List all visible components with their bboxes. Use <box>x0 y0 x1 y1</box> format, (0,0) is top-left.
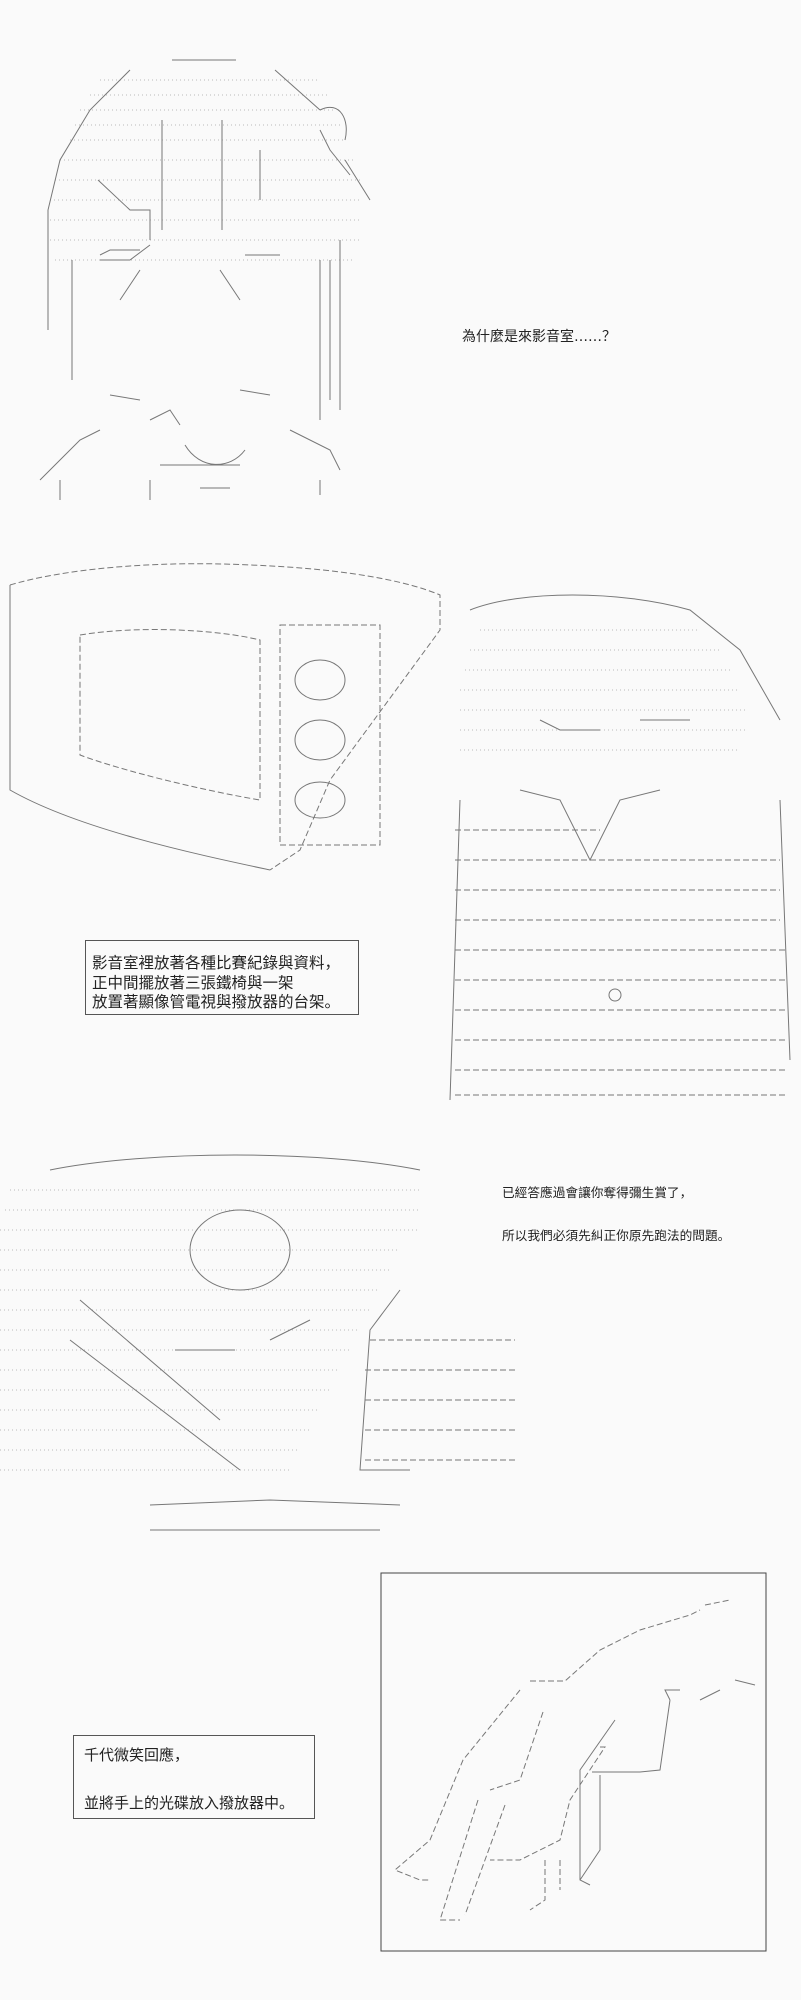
narration-line: 千代微笑回應， <box>84 1746 190 1764</box>
panel-3-dialogue-line: 所以我們必須先糾正你原先跑法的問題。 <box>502 1228 731 1243</box>
panel-2-tv-art <box>9 563 441 871</box>
panel-4-hand-art <box>394 1599 756 1921</box>
narration-line: 影音室裡放著各種比賽紀錄與資料， <box>92 954 341 972</box>
panel-1-dialogue: 為什麼是來影音室……？ <box>462 329 616 345</box>
narration-line: 正中間擺放著三張鐵椅與一架 <box>92 974 294 992</box>
panel-4-narration-box: 千代微笑回應， 並將手上的光碟放入撥放器中。 <box>73 1735 315 1819</box>
panel-1-girl-art <box>39 59 371 500</box>
panel-3-dialogue-line: 已經答應過會讓你奪得彌生賞了， <box>502 1185 693 1200</box>
narration-line: 放置著顯像管電視與撥放器的台架。 <box>92 993 341 1011</box>
panel-2-narration-box: 影音室裡放著各種比賽紀錄與資料， 正中間擺放著三張鐵椅與一架 放置著顯像管電視與… <box>85 940 359 1015</box>
narration-line: 並將手上的光碟放入撥放器中。 <box>84 1794 295 1812</box>
panel-3-face-art <box>0 1154 515 1531</box>
panel-4-frame <box>380 1572 767 1952</box>
panel-2-girl-art <box>449 594 791 1101</box>
